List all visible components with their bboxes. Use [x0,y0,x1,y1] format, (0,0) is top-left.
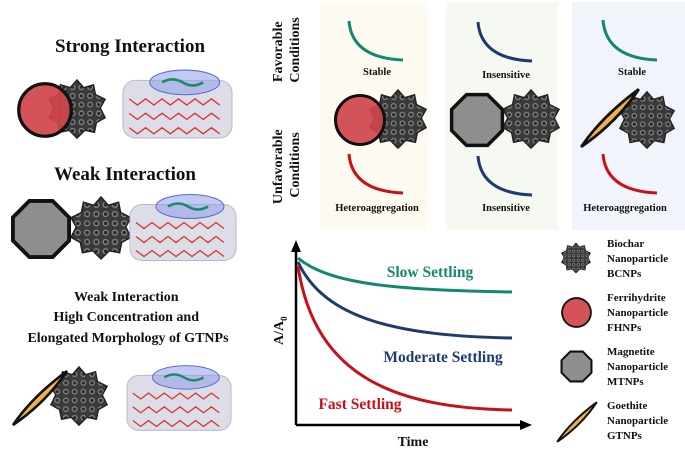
fast-settling-curve [296,265,513,412]
settling-plot: Slow Settling Moderate Settling Fast Set… [272,240,532,450]
moderate-settling-curve [296,261,513,340]
legend-item-goethite: Goethite Nanoparticle GTNPs [607,400,671,442]
mtnp-favorable-label: Insensitive [482,70,530,81]
conditions-matrix: Favorable Conditions Unfavorable Conditi… [271,2,685,230]
fhnp-favorable-label: Stable [363,67,391,78]
slow-settling-curve [297,256,513,294]
slow-settling-label: Slow Settling [387,264,474,281]
fhnp-unfavorable-label: Heteroaggregation [335,203,419,214]
gtnp-favorable-curve [601,19,658,62]
weak-gtnp-heading: Weak Interaction High Concentration and … [27,290,229,346]
gtnp-unfavorable-label: Heteroaggregation [583,203,667,214]
red-circle-icon [561,297,592,328]
favorable-conditions-label: Favorable Conditions [271,17,303,83]
gray-octagon-icon [560,350,593,383]
biochar-star-icon [561,242,591,274]
fhnp-unfavorable-curve [347,153,404,195]
y-axis-arrow-icon [291,240,301,252]
x-axis-arrow-icon [520,420,532,430]
x-axis-label: Time [398,435,429,450]
gtnp-favorable-label: Stable [618,67,646,78]
ferrihydrite-particle-icon [17,82,73,138]
biochar-particle-icon [70,196,132,260]
mtnp-unfavorable-label: Insensitive [482,203,530,214]
weak-interaction-simulation-image [128,192,238,263]
magnetite-particle-icon [10,198,72,260]
goethite-spindle-icon [556,401,598,443]
left-panel: Strong Interaction Weak Interaction Weak… [10,36,238,432]
magnetite-particle-icon [449,92,505,148]
mtnp-unfavorable-curve [476,155,533,197]
legend-item-magnetite: Magnetite Nanoparticle MTNPs [607,346,671,388]
unfavorable-conditions-label: Unfavorable Conditions [271,126,303,204]
legend-item-ferrihydrite: Ferrihydrite Nanoparticle FHNPs [607,292,671,334]
fhnp-favorable-curve [347,20,404,62]
fast-settling-label: Fast Settling [318,396,401,413]
y-axis-label: A/A0 [272,316,289,345]
ferrihydrite-particle-icon [333,93,387,147]
legend: Biochar Nanoparticle BCNPs Ferrihydrite … [556,238,671,443]
mtnp-favorable-curve [476,21,533,63]
strong-interaction-title: Strong Interaction [55,36,205,57]
weak-interaction-title: Weak Interaction [54,164,196,185]
gtnp-simulation-image [125,364,233,432]
strong-interaction-simulation-image [121,68,234,140]
gtnp-unfavorable-curve [601,153,658,195]
moderate-settling-label: Moderate Settling [383,349,502,366]
legend-item-biochar: Biochar Nanoparticle BCNPs [607,238,671,280]
